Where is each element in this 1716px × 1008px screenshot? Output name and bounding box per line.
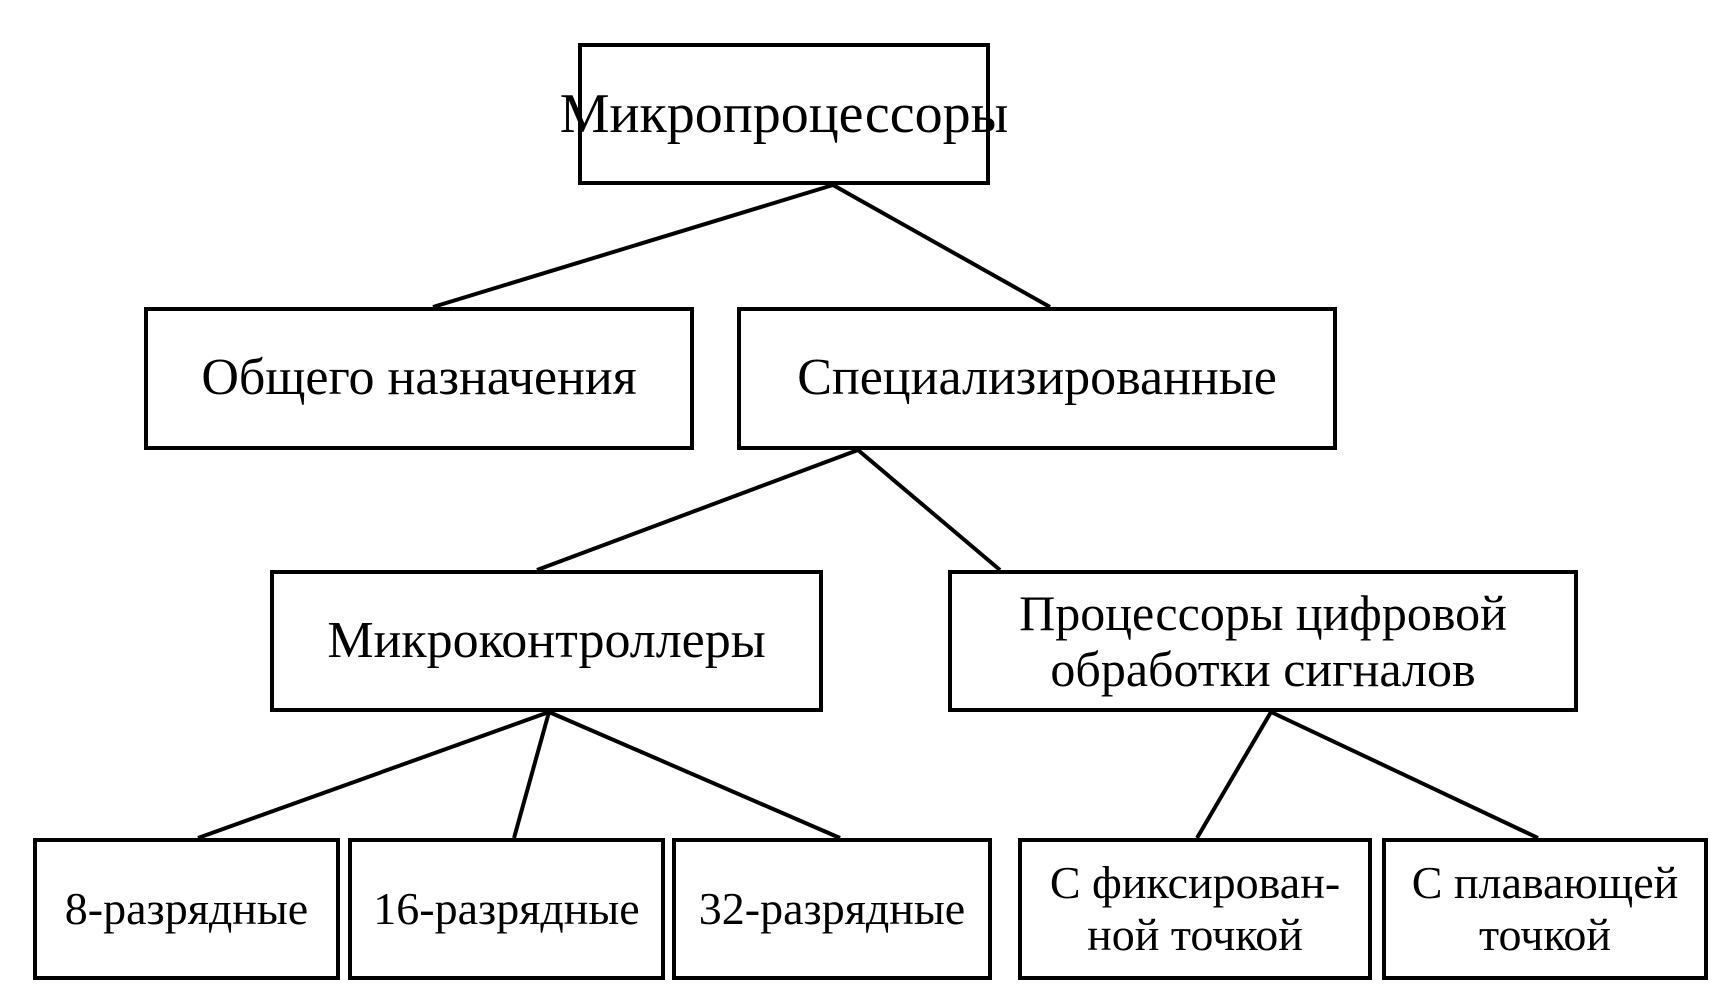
node-float[interactable]: С плавающей точкой [1382,838,1708,980]
edge-special-to-dsp [856,448,1002,572]
edge-mcu-to-bit16 [512,711,551,839]
edge-special-to-mcu [536,448,859,572]
edge-root-to-special [832,183,1051,309]
node-label-special: Специализированные [797,349,1277,407]
edge-mcu-to-bit8 [197,710,550,840]
node-fixed[interactable]: С фиксирован- ной точкой [1018,838,1372,980]
node-bit32[interactable]: 32-разрядные [672,838,992,980]
node-special[interactable]: Специализированные [737,307,1337,450]
node-label-mcu: Микроконтроллеры [327,611,766,669]
edge-mcu-to-bit32 [548,710,841,840]
node-label-bit32: 32-разрядные [698,883,966,935]
node-dsp[interactable]: Процессоры цифровой обработки сигналов [948,570,1578,712]
node-bit8[interactable]: 8-разрядные [33,838,340,980]
edge-dsp-to-float [1270,710,1539,840]
node-label-root: Микропроцессоры [559,82,1009,145]
edge-dsp-to-fixed [1195,710,1273,840]
node-label-dsp: Процессоры цифровой обработки сигналов [1019,585,1507,697]
node-label-general: Общего назначения [201,349,637,407]
node-root[interactable]: Микропроцессоры [560,43,1008,185]
edge-root-to-general [432,183,834,309]
node-bit16[interactable]: 16-разрядные [348,838,665,980]
node-label-bit16: 16-разрядные [373,883,640,935]
node-mcu[interactable]: Микроконтроллеры [270,570,823,712]
node-label-bit8: 8-разрядные [64,883,309,935]
node-label-float: С плавающей точкой [1411,857,1679,960]
node-label-fixed: С фиксирован- ной точкой [1049,857,1341,960]
node-general[interactable]: Общего назначения [144,307,694,450]
